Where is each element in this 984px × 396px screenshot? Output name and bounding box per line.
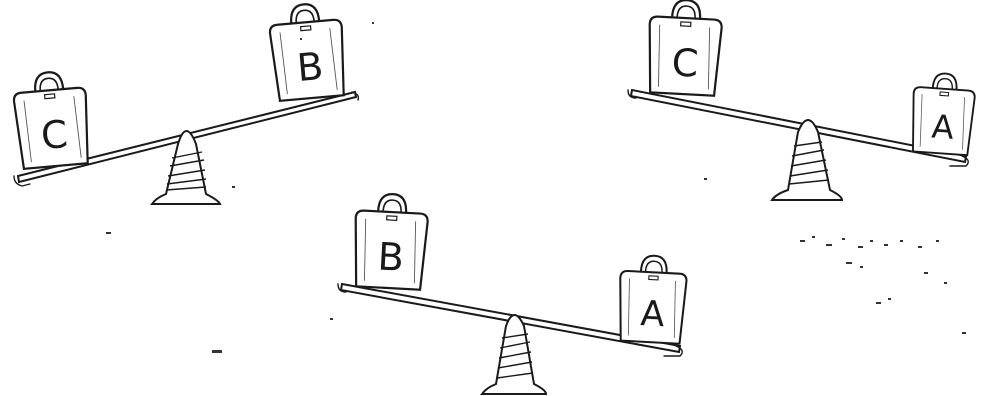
seesaw-3: B A	[337, 191, 689, 395]
seesaw-1-weight-right: B	[266, 0, 349, 103]
seesaw-2-plank	[627, 88, 969, 167]
scan-specks	[106, 22, 966, 353]
seesaw-2-weight-right: A	[908, 70, 978, 157]
seesaw-1-weight-left: C	[10, 68, 93, 171]
seesaw-2-weight-right-label: A	[930, 107, 955, 146]
seesaw-2-weight-left-label: C	[671, 40, 700, 85]
seesaw-2-weight-left: C	[645, 0, 725, 97]
seesaw-1-weight-right-label: B	[295, 44, 325, 90]
seesaw-1-fulcrum	[150, 130, 222, 205]
seesaw-3-weight-left: B	[351, 191, 431, 291]
seesaw-2: C A	[627, 0, 978, 201]
seesaw-3-weight-left-label: B	[377, 234, 405, 279]
seesaw-3-weight-right: A	[616, 253, 689, 345]
seesaw-3-weight-right-label: A	[639, 294, 665, 335]
seesaw-2-fulcrum	[770, 119, 844, 201]
seesaw-1: C B	[10, 0, 360, 205]
seesaw-3-fulcrum	[480, 314, 548, 395]
seesaw-1-weight-left-label: C	[39, 112, 69, 158]
